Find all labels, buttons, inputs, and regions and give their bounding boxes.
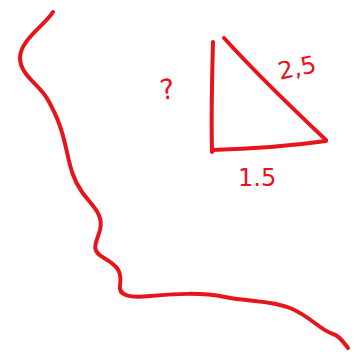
triangle-hypotenuse — [224, 38, 326, 140]
base-dimension: 1.5 — [238, 166, 276, 190]
wavy-line — [20, 12, 348, 348]
triangle-vertical-side — [212, 42, 213, 152]
unknown-side-label: ? — [158, 75, 177, 105]
triangle-base — [212, 141, 326, 150]
hypotenuse-dimension: 2,5 — [276, 52, 318, 83]
